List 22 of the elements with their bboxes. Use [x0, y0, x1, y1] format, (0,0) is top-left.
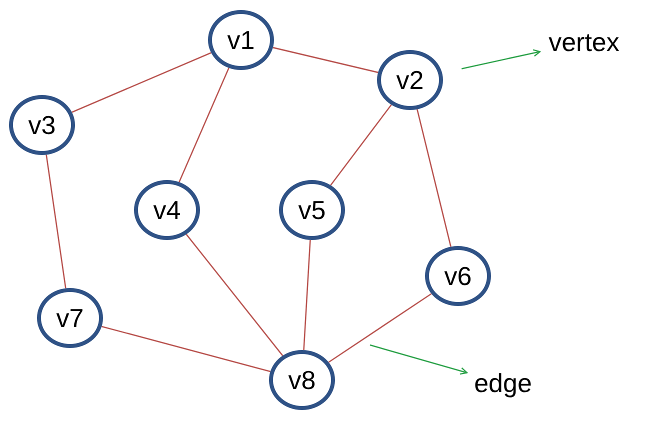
vertex-label: v4	[153, 197, 181, 223]
graph-edge	[328, 293, 432, 363]
graph-edge	[303, 240, 311, 350]
graph-edge	[186, 234, 284, 356]
graph-edge	[46, 154, 66, 288]
callout-label: edge	[474, 370, 532, 396]
arrow	[461, 49, 541, 70]
graph-edge	[330, 104, 392, 186]
vertex-label: v2	[396, 67, 424, 93]
arrow	[370, 344, 468, 375]
vertex-label: v1	[227, 27, 255, 53]
graph-edge	[102, 326, 270, 372]
vertex-label: v8	[288, 367, 316, 393]
vertex-label: v5	[298, 197, 326, 223]
graph-edge	[416, 109, 452, 247]
callout-label: vertex	[548, 29, 620, 55]
vertex-label: v6	[444, 263, 472, 289]
graph-edge	[178, 68, 230, 182]
graph-edge	[272, 46, 378, 74]
vertex-label: v7	[56, 305, 84, 331]
graph-edge	[72, 52, 212, 113]
vertex-label: v3	[28, 112, 56, 138]
